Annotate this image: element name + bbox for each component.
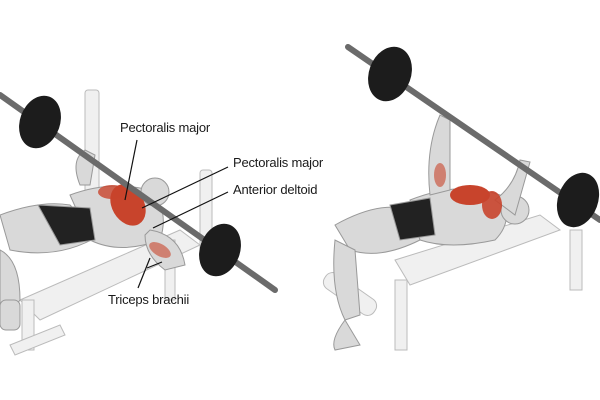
right-highlighted-muscles <box>434 163 502 219</box>
label-pectoralis-major: Pectoralis major <box>233 155 323 170</box>
left-body <box>0 149 186 331</box>
right-barbell <box>345 44 600 228</box>
right-figure <box>322 44 600 351</box>
left-figure <box>0 89 278 356</box>
label-anterior-deltoid: Anterior deltoid <box>233 182 318 197</box>
left-barbell <box>0 92 278 293</box>
label-pectoralis-major-upper: Pectoralis major <box>120 120 210 135</box>
leader-lines <box>124 139 229 289</box>
label-triceps-brachii: Triceps brachii <box>108 292 190 307</box>
